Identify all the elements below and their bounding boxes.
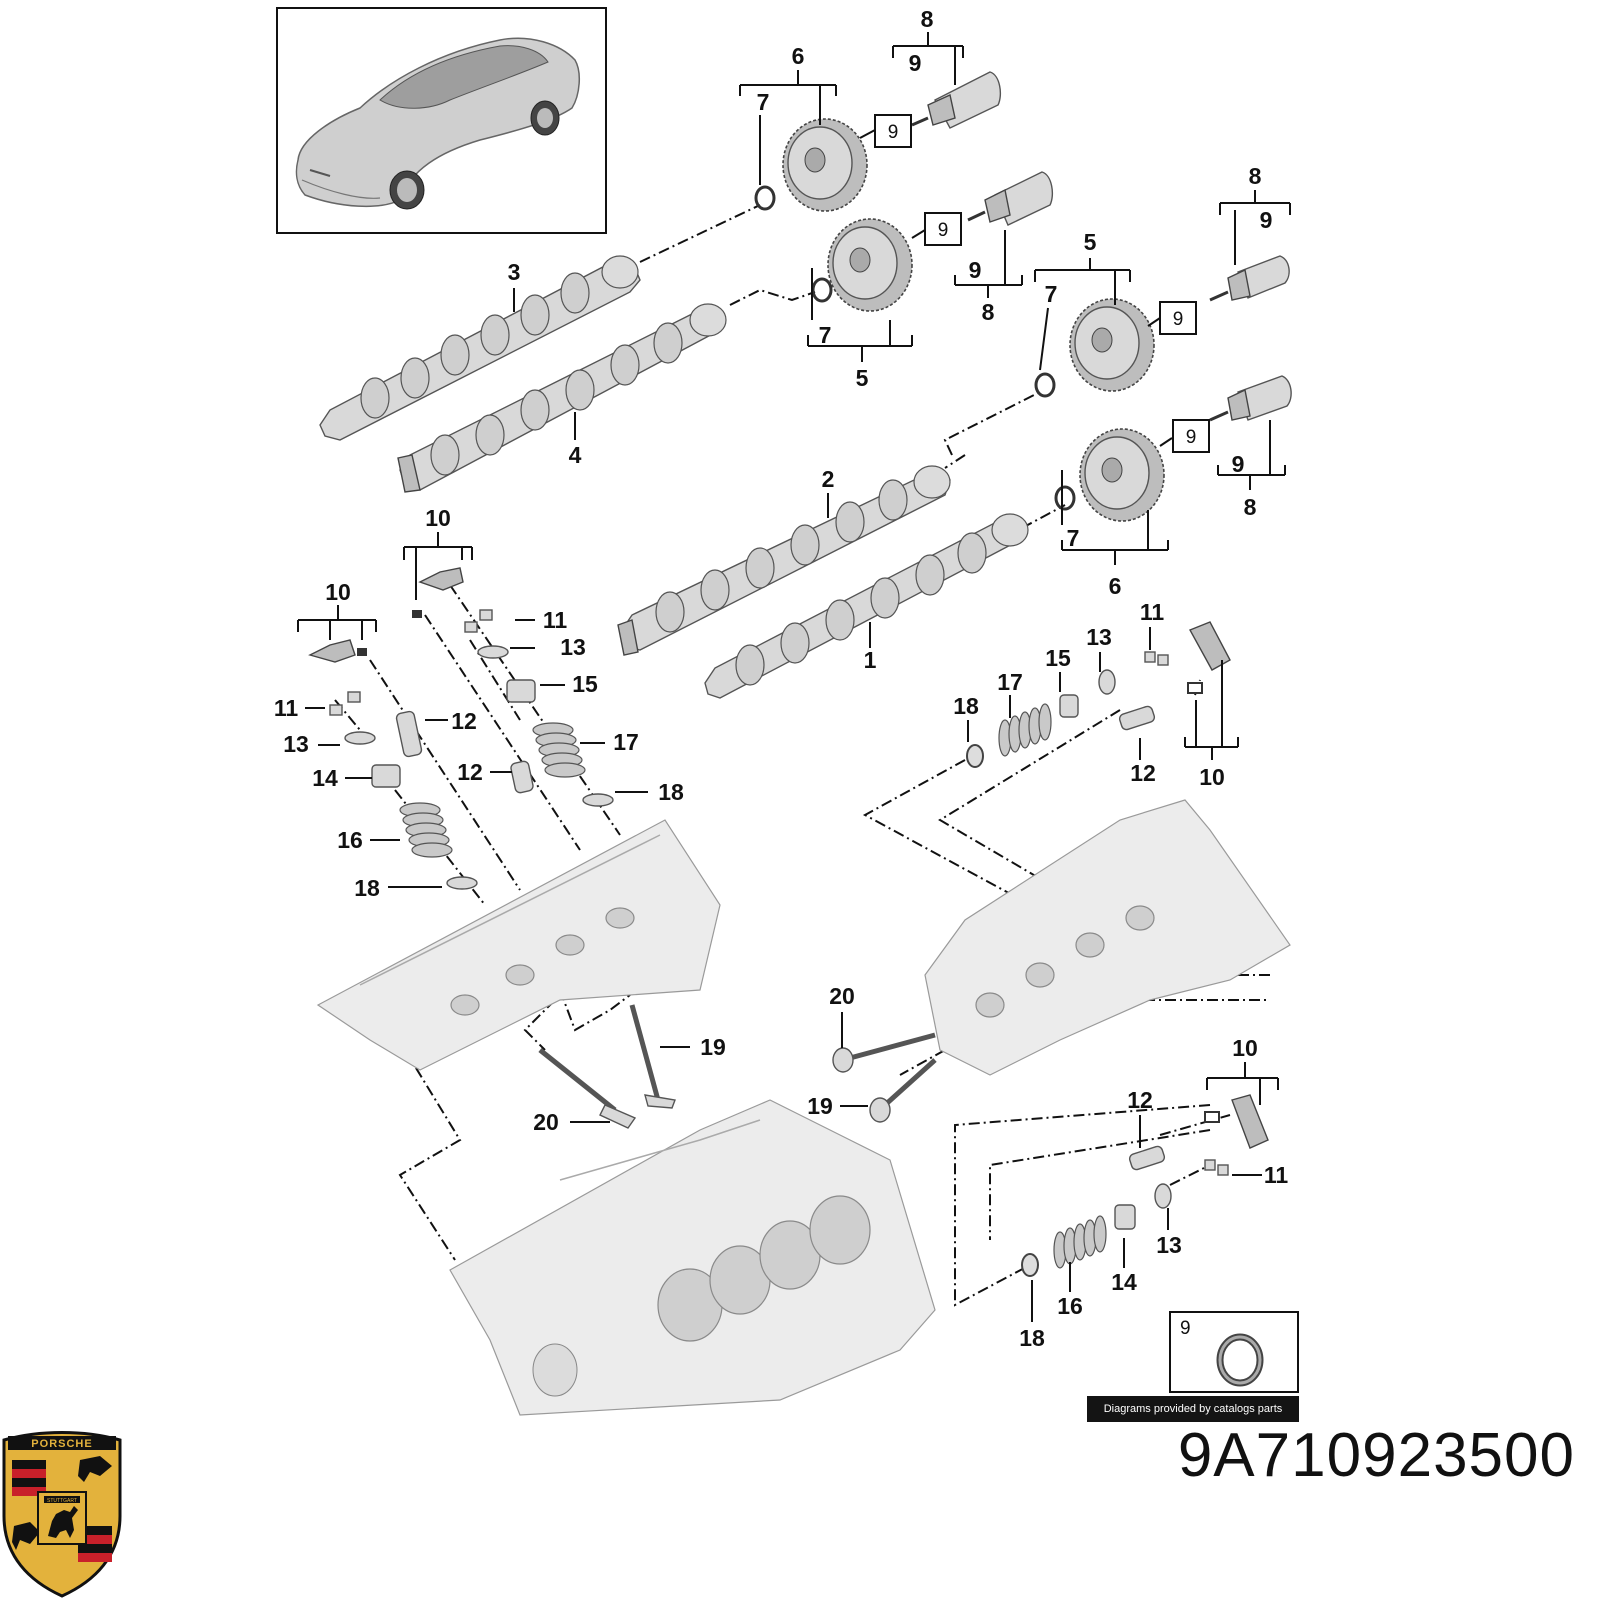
- seal-inset: 9: [1169, 1311, 1299, 1393]
- callout-13: 13: [283, 731, 309, 757]
- callout-14: 14: [312, 765, 338, 791]
- camshaft-2: [617, 465, 951, 656]
- camshaft-4: [397, 303, 727, 493]
- callout-7: 7: [757, 89, 770, 115]
- callout-7: 7: [819, 322, 832, 348]
- callout-7: 7: [1067, 525, 1080, 551]
- valves-right: [832, 1032, 937, 1123]
- box-callout-9: 9: [888, 122, 899, 143]
- callout-10: 10: [1232, 1035, 1258, 1061]
- callout-10: 10: [425, 505, 451, 531]
- callout-12: 12: [1127, 1087, 1153, 1113]
- box-callout-9: 9: [938, 220, 949, 241]
- callout-14: 14: [1111, 1269, 1137, 1295]
- callout-11: 11: [543, 607, 568, 633]
- callout-6: 6: [1109, 573, 1122, 599]
- callout-6: 6: [792, 43, 805, 69]
- porsche-crest-logo: PORSCHE STUTTGART: [2, 1431, 122, 1598]
- callout-15: 15: [1045, 645, 1071, 671]
- callout-18: 18: [953, 693, 979, 719]
- vehicle-inset: [276, 7, 607, 234]
- cylinder-head-left: [316, 819, 721, 1071]
- cylinder-head-right: [924, 799, 1291, 1076]
- solenoid-valve-right-lower: [1209, 375, 1292, 422]
- callout-19: 19: [807, 1093, 833, 1119]
- callout-18: 18: [658, 779, 684, 805]
- callout-3: 3: [508, 259, 521, 285]
- valvetrain-right-lower: [1021, 1094, 1269, 1277]
- callout-12: 12: [1130, 760, 1156, 786]
- callout-9: 9: [1260, 207, 1273, 233]
- callout-11: 11: [274, 695, 299, 721]
- callout-8: 8: [921, 6, 934, 32]
- callout-9: 9: [1232, 451, 1245, 477]
- car-illustration: [295, 37, 580, 210]
- callout-13: 13: [1086, 624, 1112, 650]
- sprocket-mid: [827, 218, 913, 312]
- part-number: 9A710923500: [1177, 1421, 1575, 1490]
- callout-13: 13: [560, 634, 586, 660]
- callout-10: 10: [325, 579, 351, 605]
- sprocket-top: [782, 118, 868, 212]
- callout-11: 11: [1264, 1162, 1289, 1188]
- boxed-callouts: 9 9 9 9: [874, 114, 1210, 453]
- callout-18: 18: [354, 875, 380, 901]
- valvetrain-left: [308, 567, 614, 890]
- callout-17: 17: [613, 729, 639, 755]
- callout-12: 12: [457, 759, 483, 785]
- seal-inset-label: 9: [1180, 1318, 1191, 1339]
- sprocket-right-upper: [1069, 298, 1155, 392]
- callout-15: 15: [572, 671, 598, 697]
- callout-5: 5: [1084, 229, 1097, 255]
- solenoid-valve-mid: [967, 171, 1054, 226]
- callout-11: 11: [1140, 599, 1165, 625]
- callout-18: 18: [1019, 1325, 1045, 1351]
- engine-block: [449, 1099, 936, 1416]
- callout-2: 2: [822, 466, 835, 492]
- callout-19: 19: [700, 1034, 726, 1060]
- callout-16: 16: [337, 827, 363, 853]
- valves-left: [538, 1004, 676, 1129]
- callout-1: 1: [864, 647, 877, 673]
- sprocket-right-lower: [1079, 428, 1165, 522]
- callout-9: 9: [909, 50, 922, 76]
- callout-12: 12: [451, 708, 477, 734]
- callout-7: 7: [1045, 281, 1058, 307]
- svg-text:PORSCHE: PORSCHE: [31, 1438, 92, 1450]
- box-callout-9: 9: [1186, 427, 1197, 448]
- callout-17: 17: [997, 669, 1023, 695]
- callout-20: 20: [829, 983, 855, 1009]
- callout-8: 8: [982, 299, 995, 325]
- callout-8: 8: [1249, 163, 1262, 189]
- credit-banner: Diagrams provided by catalogs parts: [1087, 1396, 1299, 1422]
- callout-10: 10: [1199, 764, 1225, 790]
- callout-4: 4: [569, 442, 582, 468]
- valvetrain-right-upper: [966, 621, 1231, 768]
- leader-lines: [297, 32, 1291, 1322]
- callout-8: 8: [1244, 494, 1257, 520]
- solenoid-valve-right-upper: [1209, 255, 1290, 302]
- svg-text:STUTTGART: STUTTGART: [47, 1498, 77, 1504]
- box-callout-9: 9: [1173, 309, 1184, 330]
- callout-9: 9: [969, 257, 982, 283]
- callout-16: 16: [1057, 1293, 1083, 1319]
- callout-5: 5: [856, 365, 869, 391]
- locking-clips: [754, 185, 1076, 511]
- callout-13: 13: [1156, 1232, 1182, 1258]
- camshaft-1: [704, 513, 1029, 699]
- callout-20: 20: [533, 1109, 559, 1135]
- camshaft-3: [319, 255, 641, 441]
- callouts: 8 9 6 7 9 8 7 5 3 4 8 9 5 7 9 8 7 6 2 1 …: [274, 6, 1289, 1351]
- solenoid-valve-top: [911, 71, 1002, 129]
